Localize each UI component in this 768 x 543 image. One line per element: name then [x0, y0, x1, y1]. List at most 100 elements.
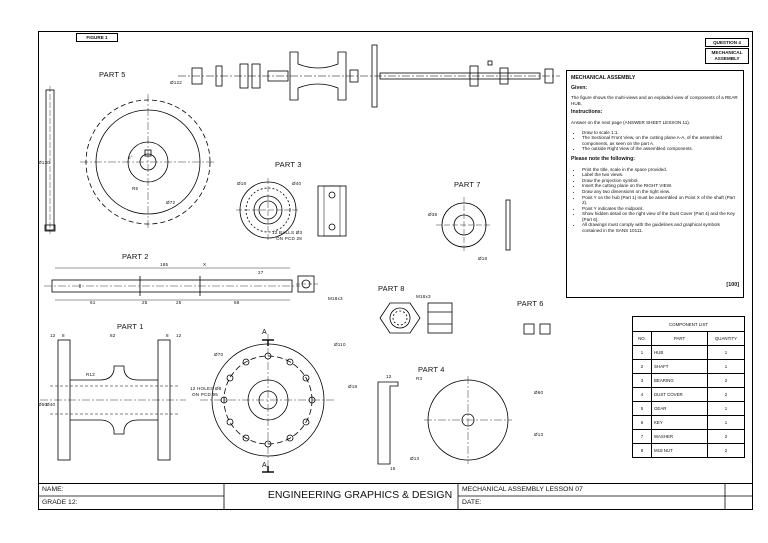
part-7-label: PART 7: [454, 180, 481, 189]
part-5-label: PART 5: [99, 70, 126, 79]
part-3-label: PART 3: [275, 160, 302, 169]
table-header-row: NO. PART QUANTITY: [632, 331, 745, 346]
row-part: DUST COVER: [651, 387, 708, 402]
total-marks: [100]: [726, 282, 739, 289]
instruction-item: The Sectional Front View, on the cutting…: [582, 135, 739, 146]
date-field[interactable]: DATE:: [462, 499, 482, 506]
note-item: Draw any two dimensions on the right vie…: [582, 189, 739, 195]
part-1-label: PART 1: [117, 322, 144, 331]
dim-gear-outer: Ø122: [170, 80, 183, 85]
note-item: Print the title, scale in the space prov…: [582, 167, 739, 173]
row-part: M18 NUT: [651, 443, 708, 458]
dim-shaft-length: 185: [160, 262, 169, 267]
dim-shaft-68: 68: [234, 300, 240, 305]
question-number: QUESTION 4: [705, 38, 749, 47]
row-no: 3: [632, 373, 652, 388]
dim-cover-60: Ø60: [534, 390, 544, 395]
table-title: COMPONENT LIST: [632, 316, 745, 332]
dim-shaft-point-x: X: [203, 262, 207, 267]
figure-label: FIGURE 1: [76, 33, 118, 42]
row-part: GEAR: [651, 401, 708, 416]
dim-hub-radius: R12: [86, 372, 96, 377]
question-topic-line1: MECHANICAL: [711, 50, 743, 55]
dim-hub-pcd: ON PCD 95: [192, 392, 219, 397]
part-6-label: PART 6: [517, 299, 544, 308]
dim-hub-8: 8: [62, 333, 65, 338]
dim-hub-18: Ø18: [348, 384, 358, 389]
lesson-title: MECHANICAL ASSEMBLY LESSON 07: [462, 486, 583, 493]
dim-bearing-outer: Ø40: [292, 181, 302, 186]
dim-shaft-25a: 25: [142, 300, 148, 305]
row-no: 4: [632, 387, 652, 402]
dim-hub-50: Ø50: [38, 402, 48, 407]
washer-drawing: [436, 197, 511, 253]
instructions-list: Draw to scale 1:1. The Sectional Front V…: [571, 130, 739, 152]
note-item: Draw the projection symbol.: [582, 178, 739, 184]
dim-bearing-balls: 12 BALLS Ø3: [272, 230, 303, 235]
dim-hub-12: 12: [50, 333, 56, 338]
dim-cover-15: 15: [390, 466, 396, 471]
row-part: HUB: [651, 345, 708, 360]
dim-bearing-bore: Ø18: [237, 181, 247, 186]
instructions-heading: Instructions:: [571, 109, 603, 116]
dim-gear-angle: 6°: [128, 155, 133, 160]
part-2-label: PART 2: [122, 252, 149, 261]
dim-hub-70: Ø70: [214, 352, 224, 357]
dim-gear-shaft: Ø130: [38, 160, 51, 165]
gear-drawing: [44, 86, 216, 234]
row-qty: 1: [707, 345, 745, 360]
shaft-drawing: [44, 267, 318, 301]
row-no: 6: [632, 415, 652, 430]
note-item: All drawings must comply with the guidel…: [582, 222, 739, 233]
grade-field[interactable]: GRADE 12:: [42, 499, 78, 506]
dim-hub-holes: 12 HOLES Ø8: [190, 386, 222, 391]
given-text: The figure shows the multi-views and an …: [571, 95, 738, 106]
dim-hub-12b: 12: [176, 333, 182, 338]
row-qty: 1: [707, 359, 745, 374]
section-a-top: A: [262, 329, 267, 336]
exploded-view: [178, 44, 560, 108]
sheet-border: [38, 31, 753, 510]
dust-cover-drawing: [377, 376, 512, 465]
row-part: SHAFT: [651, 359, 708, 374]
title-block-lines: [38, 483, 753, 510]
dim-shaft-thread: M18x3: [328, 296, 343, 301]
given-heading: Given:: [571, 84, 588, 91]
dim-hub-82: 82: [110, 333, 116, 338]
header-quantity: QUANTITY: [707, 331, 745, 346]
bearing-drawing: [236, 178, 347, 242]
part-8-label: PART 8: [378, 284, 405, 293]
note-item: Label the two views.: [582, 172, 739, 178]
note-item: Insert the cutting plane on the RIGHT VI…: [582, 183, 739, 189]
row-qty: 2: [707, 373, 745, 388]
nut-drawing: [379, 302, 453, 334]
header-part: PART: [651, 331, 708, 346]
dim-washer-outer: Ø38: [428, 212, 438, 217]
instructions-intro: Answer on the next page (ANSWER SHEET LE…: [571, 119, 691, 125]
dim-washer-inner: Ø18: [478, 256, 488, 261]
instruction-item: Draw to scale 1:1.: [582, 130, 739, 136]
key-drawing: [523, 323, 551, 335]
instructions-panel: MECHANICAL ASSEMBLY Given: The figure sh…: [566, 70, 744, 298]
name-field[interactable]: NAME:: [42, 486, 64, 493]
dim-shaft-27: 27: [258, 270, 264, 275]
dim-shaft-25b: 25: [176, 300, 182, 305]
note-item: Show hidden detail on the right view of …: [582, 211, 739, 222]
dim-cover-r3: R3: [416, 376, 423, 381]
panel-title: MECHANICAL ASSEMBLY: [571, 75, 636, 81]
row-no: 5: [632, 401, 652, 416]
instruction-item: The outside Right View of the assembled …: [582, 146, 739, 152]
dim-shaft-61: 61: [90, 300, 96, 305]
dim-cover-13: Ø13: [534, 432, 544, 437]
note-item: Point Y indicates the midpoint.: [582, 206, 739, 212]
dim-cover-12: 12: [386, 374, 392, 379]
note-item: Point Y on the hub (Part 1) must be asse…: [582, 195, 739, 206]
